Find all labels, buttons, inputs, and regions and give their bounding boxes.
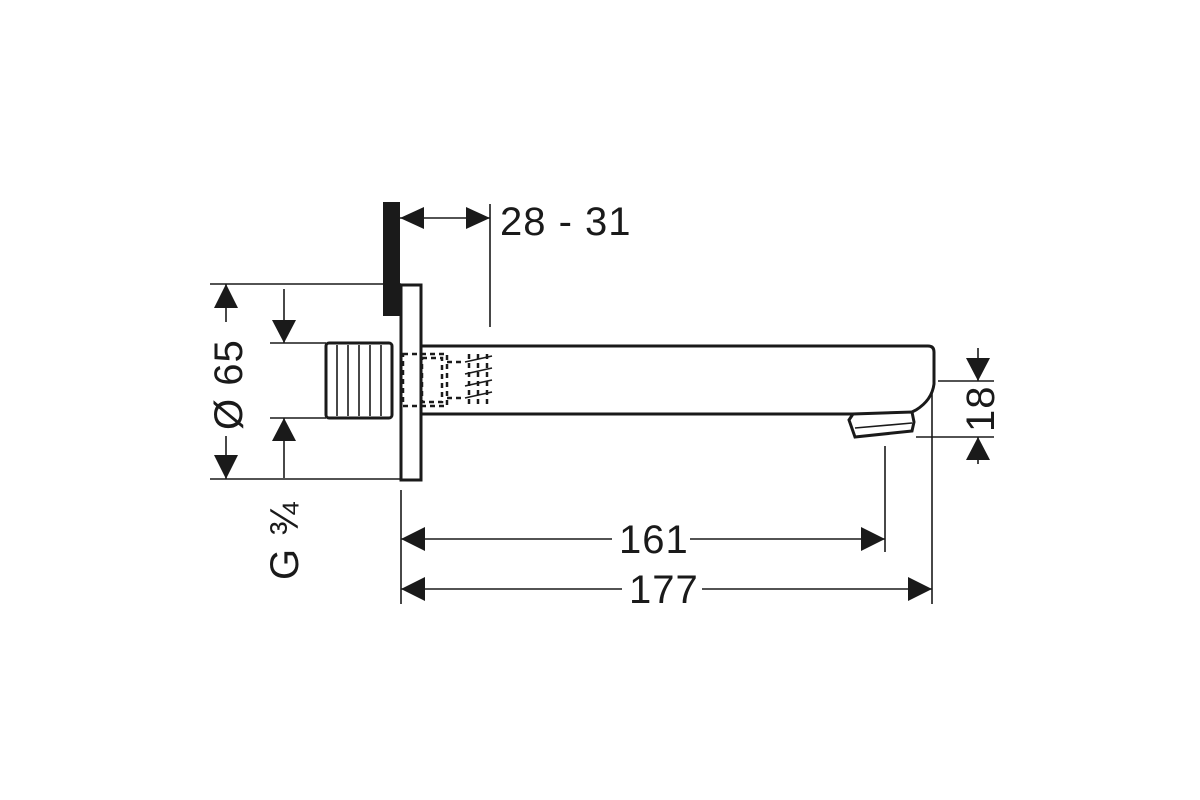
spout-body (421, 344, 936, 439)
dimension-connection-thread: G ¾ (263, 289, 326, 580)
dimension-outlet-height: 18 (916, 348, 1003, 464)
projection-outlet-label: 161 (619, 518, 689, 562)
wall (383, 202, 400, 316)
dimension-rosette-diameter: Ø 65 (207, 283, 401, 480)
threaded-connector (324, 341, 394, 420)
dimension-total-projection: 177 (401, 392, 933, 612)
wall-thickness-label: 28 - 31 (500, 200, 632, 244)
rosette-diameter-label: Ø 65 (207, 339, 251, 430)
connection-thread-label: G ¾ (263, 501, 307, 580)
dimension-wall-thickness: 28 - 31 (400, 200, 632, 327)
outlet-height-label: 18 (959, 386, 1003, 433)
dimension-projection-outlet: 161 (400, 446, 886, 604)
hidden-internal-parts (401, 352, 493, 408)
total-projection-label: 177 (629, 568, 699, 612)
